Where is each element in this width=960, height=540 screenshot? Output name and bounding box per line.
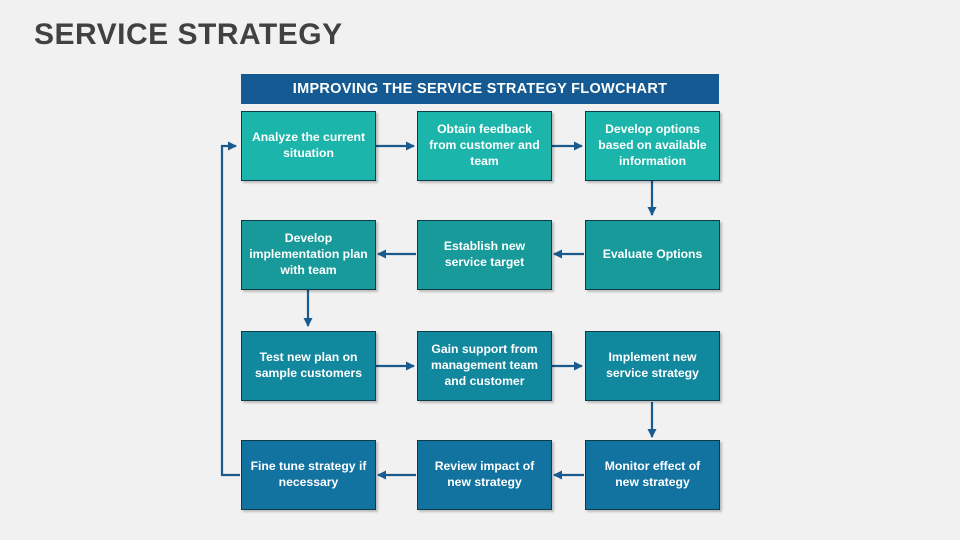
flow-node-label: Obtain feedback from customer and team xyxy=(429,122,540,168)
flow-node-fine-tune-strategy[interactable]: Fine tune strategy if necessary xyxy=(241,440,376,510)
page-title: SERVICE STRATEGY xyxy=(34,18,343,51)
flow-node-obtain-feedback[interactable]: Obtain feedback from customer and team xyxy=(417,111,552,181)
flow-node-label: Establish new service target xyxy=(443,239,526,269)
flow-node-analyze-current-situation[interactable]: Analyze the current situation xyxy=(241,111,376,181)
flow-node-develop-options[interactable]: Develop options based on available infor… xyxy=(585,111,720,181)
flow-node-establish-service-target[interactable]: Establish new service target xyxy=(417,220,552,290)
flow-node-test-new-plan[interactable]: Test new plan on sample customers xyxy=(241,331,376,401)
flow-node-label: Gain support from management team and cu… xyxy=(430,342,538,388)
flow-node-label: Fine tune strategy if necessary xyxy=(250,459,367,489)
flow-node-monitor-effect[interactable]: Monitor effect of new strategy xyxy=(585,440,720,510)
edge-fine-tune-loop-to-analyze xyxy=(220,141,240,477)
flow-node-develop-implementation-plan[interactable]: Develop implementation plan with team xyxy=(241,220,376,290)
flow-node-label: Review impact of new strategy xyxy=(434,459,535,489)
flow-node-label: Develop options based on available infor… xyxy=(598,122,707,168)
flow-node-label: Test new plan on sample customers xyxy=(254,350,363,380)
flow-node-label: Implement new service strategy xyxy=(606,350,699,380)
flow-node-gain-support[interactable]: Gain support from management team and cu… xyxy=(417,331,552,401)
flow-node-implement-new-strategy[interactable]: Implement new service strategy xyxy=(585,331,720,401)
flow-node-label: Monitor effect of new strategy xyxy=(604,459,701,489)
flow-node-review-impact[interactable]: Review impact of new strategy xyxy=(417,440,552,510)
flow-node-label: Evaluate Options xyxy=(602,247,703,262)
flow-node-label: Analyze the current situation xyxy=(251,130,366,160)
flow-node-label: Develop implementation plan with team xyxy=(249,231,368,277)
flow-node-evaluate-options[interactable]: Evaluate Options xyxy=(585,220,720,290)
flowchart-banner-title: IMPROVING THE SERVICE STRATEGY FLOWCHART xyxy=(241,74,719,104)
